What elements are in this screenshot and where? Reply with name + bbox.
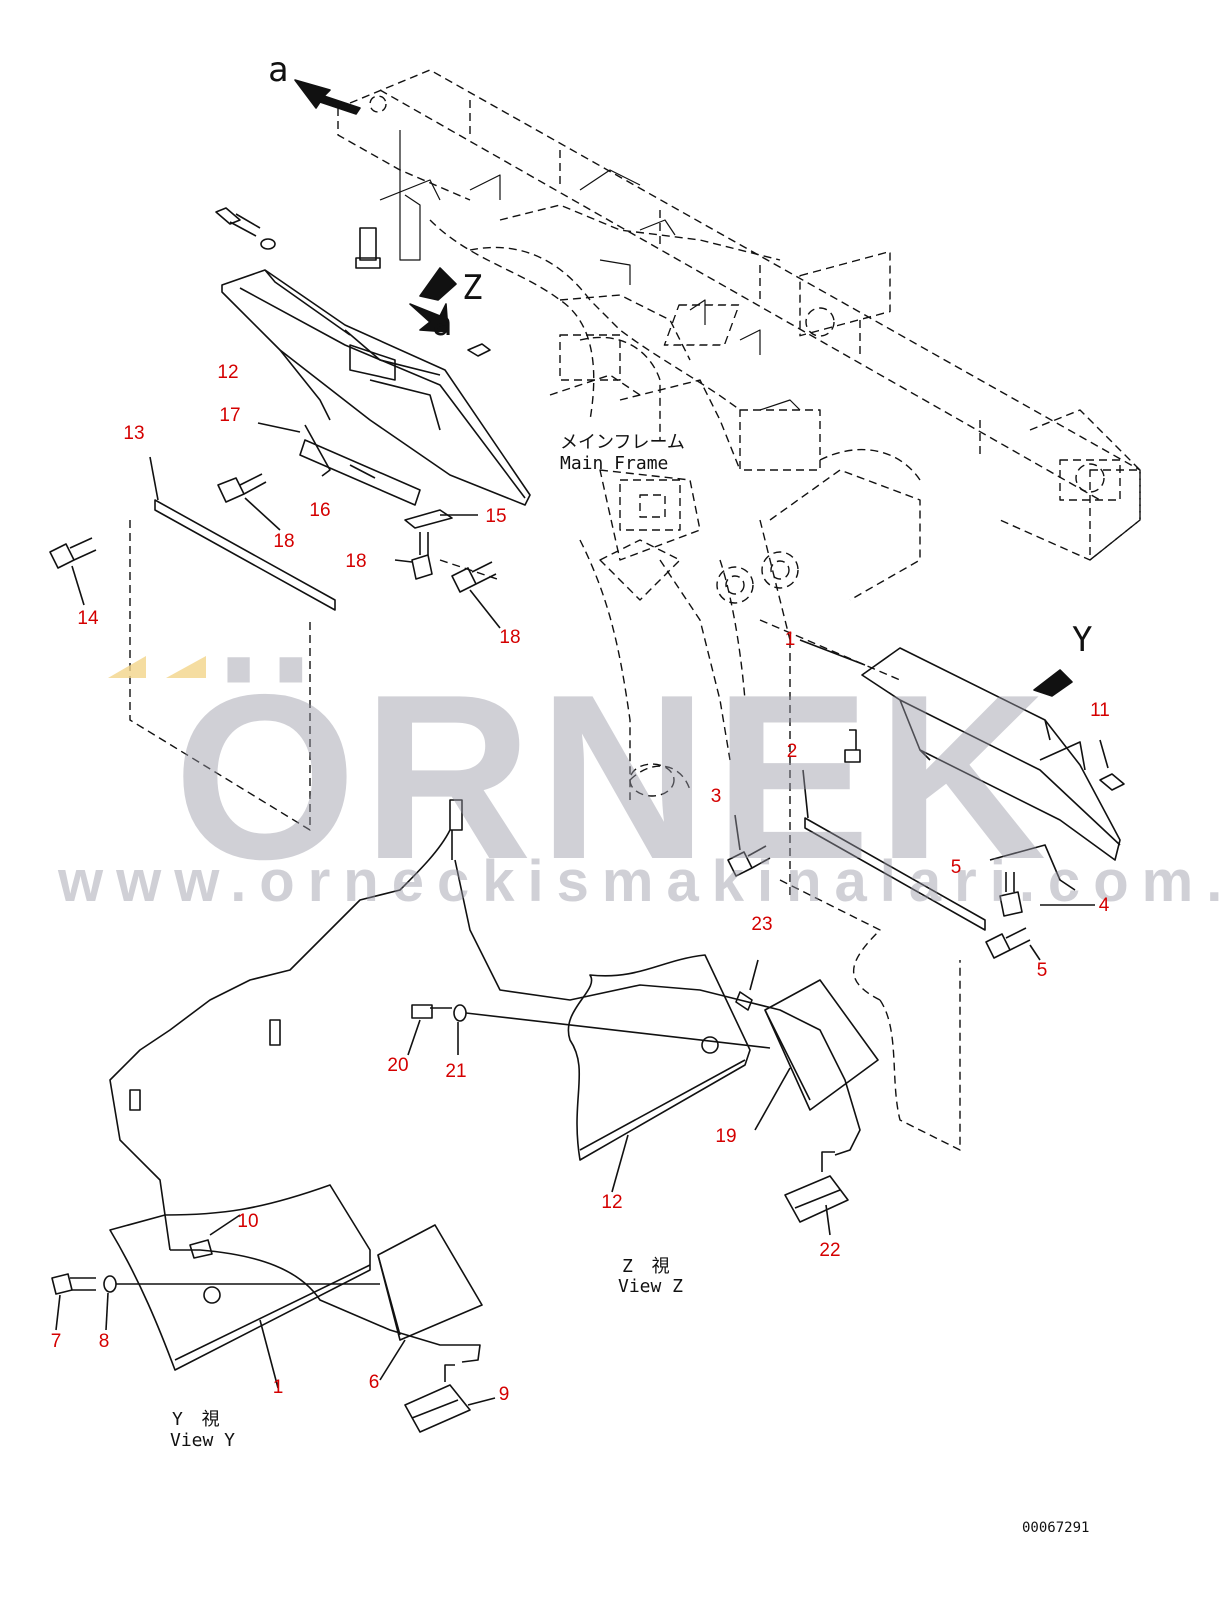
callout-14: 14	[77, 608, 99, 629]
drawing-number: 00067291	[1022, 1520, 1090, 1536]
view-z-caption-en: View Z	[618, 1276, 684, 1297]
watermark-url: www.orneckismakinalari.com.tr	[58, 849, 1223, 914]
frame-details	[379, 130, 801, 411]
callout-12-view-z: 12	[601, 1192, 623, 1213]
main-frame-label-jp: メインフレーム	[560, 432, 685, 453]
view-y-bolt-7-washer-8	[51, 1273, 380, 1331]
callout-5-upper: 5	[950, 857, 962, 878]
view-letter-a-mid: a	[432, 304, 453, 344]
callout-7: 7	[50, 1331, 62, 1352]
bolt-top	[215, 207, 491, 357]
view-z-bracket-12	[567, 954, 751, 1193]
callout-13: 13	[123, 423, 145, 444]
callout-23: 23	[751, 914, 773, 935]
callout-21: 21	[445, 1061, 467, 1082]
view-z-caption-jp: Z 視	[622, 1256, 674, 1277]
flap-strip-2	[802, 769, 986, 931]
view-letter-y: Y	[1072, 620, 1093, 660]
view-y-caption-en: View Y	[170, 1430, 236, 1451]
callout-1-view-y: 1	[272, 1377, 284, 1398]
callout-2: 2	[786, 741, 798, 762]
bolts-18-14	[49, 227, 501, 629]
view-z-bracket-19	[754, 979, 879, 1131]
callout-5-lower: 5	[1036, 960, 1048, 981]
view-z-lamp-22	[784, 1151, 849, 1236]
callout-17: 17	[219, 405, 241, 426]
callout-11: 11	[1090, 700, 1110, 721]
main-frame-label-en: Main Frame	[560, 453, 669, 474]
callout-4: 4	[1098, 895, 1110, 916]
view-y-lamp-9	[404, 1364, 496, 1433]
watermark-logo: ÖRNEK	[173, 645, 1053, 908]
view-z-wiring	[407, 830, 861, 1156]
view-y-harness	[109, 799, 481, 1363]
callout-8: 8	[98, 1331, 110, 1352]
callout-3: 3	[710, 786, 722, 807]
flap-strip-13	[149, 456, 336, 611]
view-letter-a-top: a	[268, 50, 289, 90]
view-arrows	[294, 79, 1073, 697]
fender-bracket-1	[799, 639, 1121, 861]
main-frame	[129, 69, 1141, 1151]
callout-9: 9	[498, 1384, 510, 1405]
callout-6: 6	[368, 1372, 380, 1393]
callout-12-main: 12	[217, 362, 239, 383]
callout-1-main: 1	[784, 629, 796, 650]
fender-bracket-12	[221, 269, 531, 506]
callout-20: 20	[387, 1055, 409, 1076]
callout-22: 22	[819, 1240, 841, 1261]
view-y-caption-jp: Y 視	[172, 1409, 224, 1430]
strip-16-plate-15	[257, 422, 478, 529]
callout-18-left: 18	[273, 531, 295, 552]
bolts-3-5	[727, 729, 1125, 961]
callout-18-right: 18	[499, 627, 521, 648]
callout-16: 16	[309, 500, 331, 521]
callout-10: 10	[237, 1211, 259, 1232]
callout-18-mid: 18	[345, 551, 367, 572]
callout-15: 15	[485, 506, 507, 527]
callout-19: 19	[715, 1126, 737, 1147]
view-letter-z: Z	[462, 268, 483, 308]
view-y-bracket-1	[109, 1184, 371, 1389]
view-y-bracket-6	[377, 1224, 483, 1381]
